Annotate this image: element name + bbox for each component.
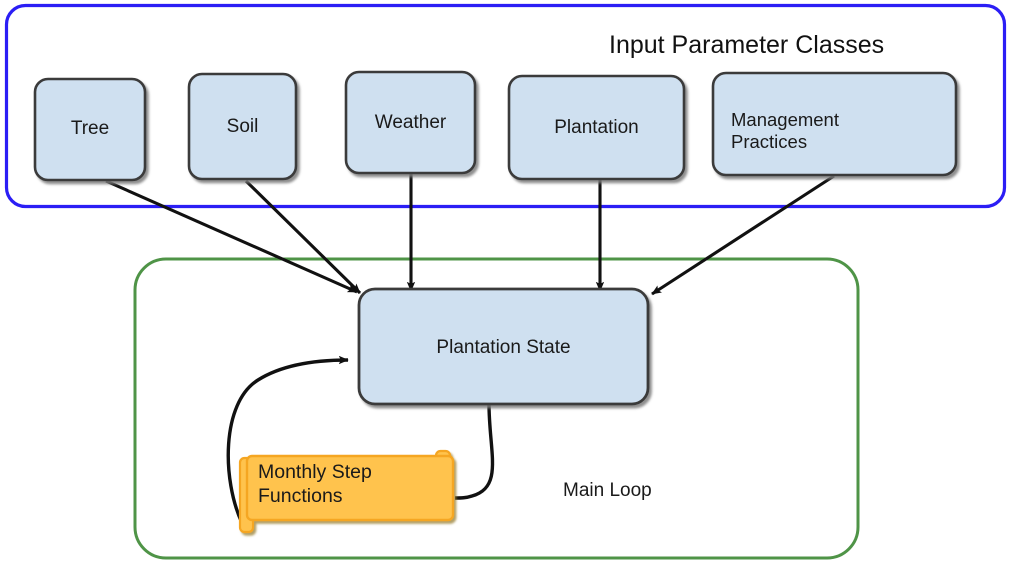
node-monthly-step-functions[interactable]	[240, 451, 453, 532]
node-plantation-state-shape-group	[357, 287, 650, 406]
edge-soil-to-plantation-state	[244, 179, 362, 295]
input-node-shapes	[33, 70, 958, 182]
input-parameter-classes-title: Input Parameter Classes	[609, 31, 885, 59]
node-management-practices[interactable]	[713, 73, 956, 175]
node-tree-shape[interactable]	[33, 77, 147, 182]
input-parameter-classes-container	[4, 3, 1007, 209]
node-plantation-state[interactable]	[359, 289, 648, 404]
node-monthly-step-functions-shape-group	[238, 449, 455, 534]
main-loop-label: Main Loop	[563, 480, 652, 501]
edge-tree-to-plantation-state	[105, 179, 358, 294]
node-weather-shape[interactable]	[344, 70, 477, 175]
main-loop-container	[133, 257, 860, 560]
edge-group	[105, 174, 835, 296]
node-soil[interactable]	[189, 74, 296, 179]
node-monthly-step-functions-label: Monthly Step Functions	[258, 461, 372, 507]
loop-edge-group	[226, 355, 495, 524]
node-soil-shape[interactable]	[187, 72, 298, 181]
node-tree[interactable]	[35, 79, 145, 180]
edge-management-practices-to-plantation-state	[651, 174, 835, 296]
node-plantation[interactable]	[509, 76, 684, 179]
node-weather[interactable]	[346, 72, 475, 173]
node-plantation-state-shape[interactable]	[357, 287, 650, 406]
node-monthly-step-functions-shape[interactable]	[245, 454, 455, 522]
edge-plantation-state-to-monthly-step-functions	[454, 403, 495, 500]
node-plantation-shape[interactable]	[507, 74, 686, 181]
node-management-practices-shape[interactable]	[711, 71, 958, 177]
edge-monthly-step-functions-to-plantation-state	[226, 355, 349, 524]
